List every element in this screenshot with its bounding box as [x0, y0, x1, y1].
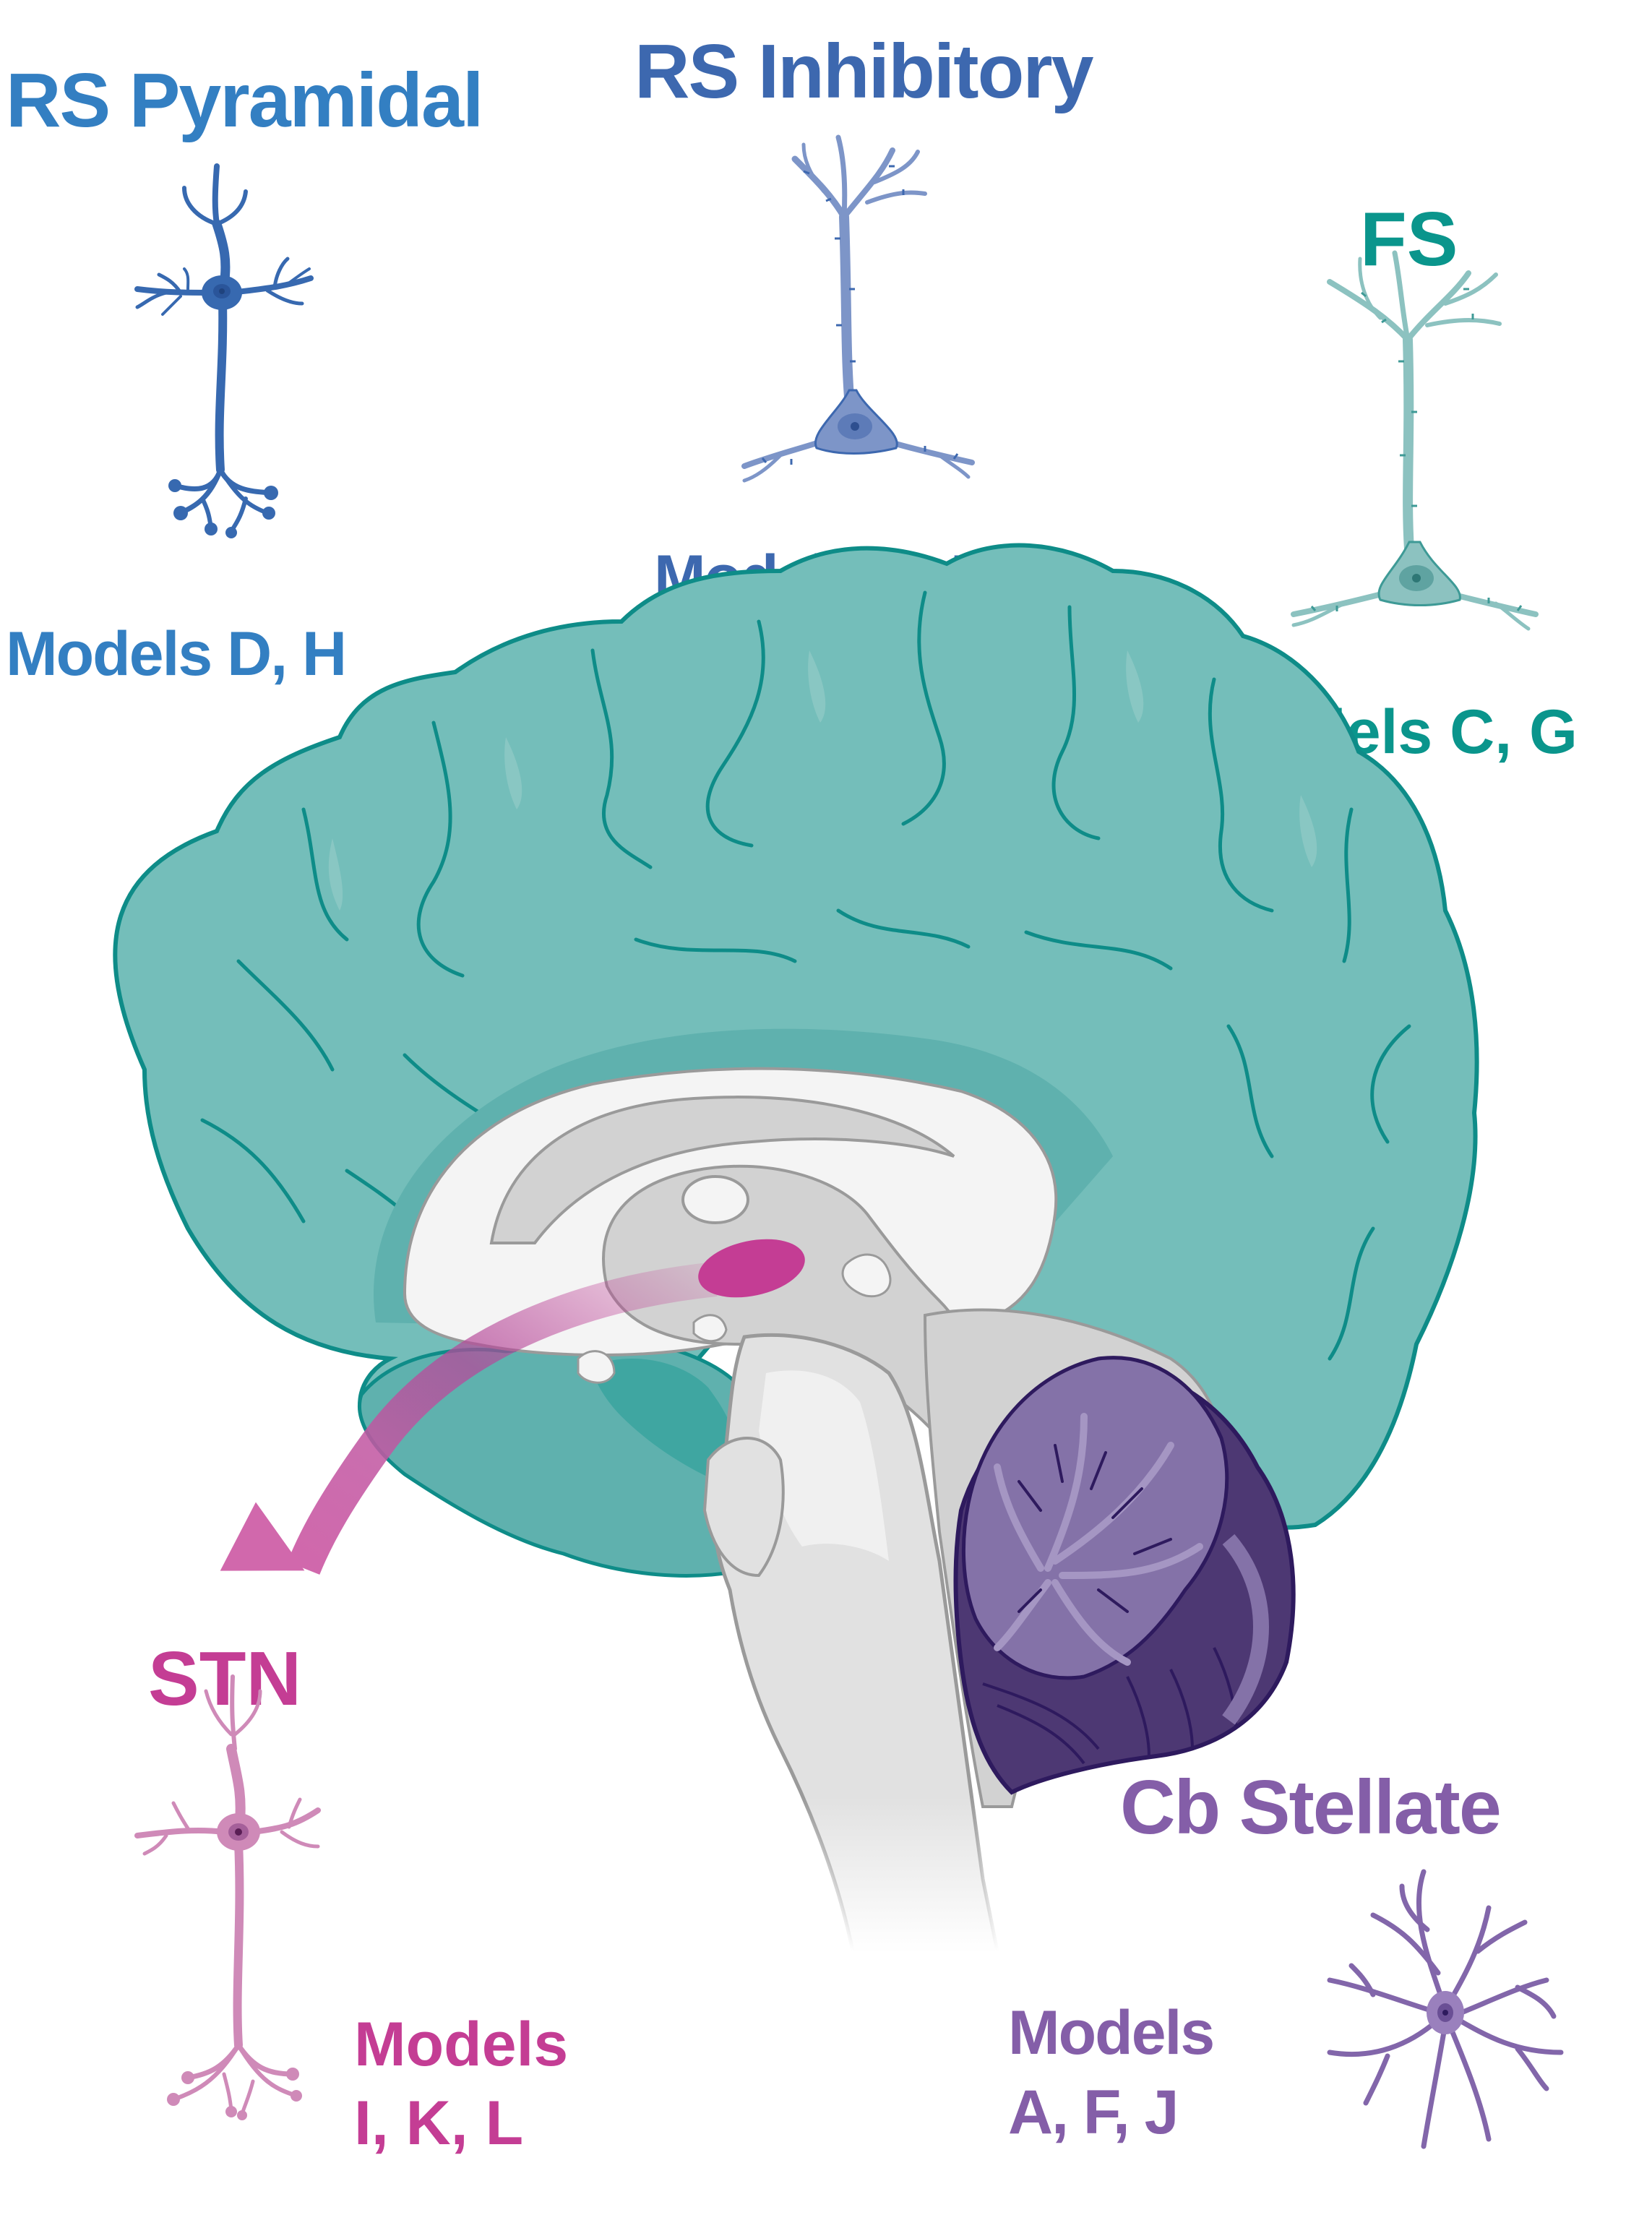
- cb-stellate-models-line2: A, F, J: [1008, 2078, 1179, 2147]
- stn-neuron-icon: [134, 1674, 321, 2120]
- rs-inhibitory-title: RS Inhibitory: [634, 29, 1094, 114]
- stellate-neuron-icon: [1327, 1869, 1564, 2149]
- cb-stellate-title: Cb Stellate: [1120, 1765, 1502, 1850]
- rs-pyramidal-models: Models D, H: [6, 619, 347, 689]
- cb-stellate-models-line1: Models: [1008, 1998, 1215, 2068]
- stn-title: STN: [148, 1636, 301, 1721]
- stn-nucleus: [698, 1239, 805, 1298]
- stn-models-line1: Models: [354, 2010, 569, 2079]
- fs-title: FS: [1360, 197, 1458, 282]
- stn-models-line2: I, K, L: [354, 2089, 524, 2158]
- rs-pyramidal-title: RS Pyramidal: [6, 58, 483, 143]
- spiny-neuron-icon: [741, 134, 975, 483]
- spiny-neuron-icon: [1291, 250, 1539, 631]
- pyramidal-neuron-icon: [134, 163, 314, 538]
